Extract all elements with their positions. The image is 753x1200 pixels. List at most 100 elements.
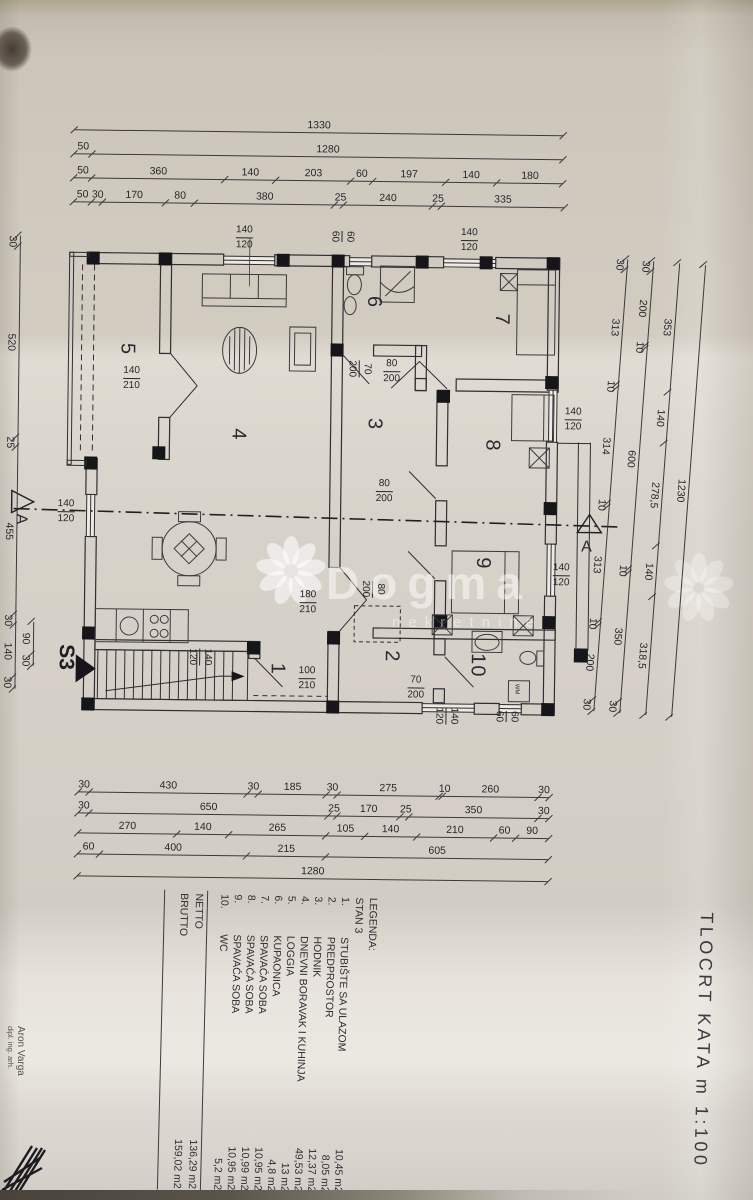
walls-group	[82, 251, 561, 716]
dim-segment: 30	[538, 803, 550, 818]
fraction-bar	[298, 677, 316, 679]
dim-segment: 60	[77, 838, 99, 853]
dim-segment: 50	[73, 186, 92, 201]
legend-item-number: 7.	[258, 894, 271, 905]
legend-item-area: 12,37 m2	[305, 1148, 319, 1193]
opening-width: 140	[564, 406, 582, 418]
dim-value: 455	[2, 521, 16, 540]
legend-item-head: 6.KUPAONICA	[270, 895, 284, 996]
dim-value: 140	[1, 642, 14, 661]
legend-item-name: KUPAONICA	[269, 935, 284, 997]
legend-item-area: 10,99 m2	[238, 1146, 252, 1191]
room-number: 2	[380, 650, 403, 663]
loggia-outline	[66, 251, 96, 466]
legend-item-head: 5.LOGGIA	[284, 896, 298, 977]
dim-value: 265	[268, 821, 287, 834]
piers-group	[81, 251, 588, 717]
doors-group	[169, 353, 474, 697]
dim-segment: 140	[445, 167, 497, 183]
dim-value: 25	[432, 192, 444, 205]
fraction-bar	[57, 510, 75, 512]
legend-item-head: 3.HODNIK	[310, 896, 324, 977]
dim-segment: 170	[103, 187, 166, 203]
dim-value: 50	[76, 187, 89, 200]
legend-item-name: SPAVAĆA SOBA	[229, 934, 243, 1014]
room-number: 3	[363, 417, 386, 431]
dim-segment: 90	[18, 622, 33, 655]
opening-width: 60	[344, 231, 356, 243]
architect-signature: Aron Varga dipl. ing. arh.	[6, 1026, 26, 1076]
dim-value: 260	[481, 782, 500, 796]
dim-segment: 140	[0, 625, 15, 677]
legend-item-head: 7.SPAVAĆA SOBA	[256, 895, 271, 1014]
legend-item-area: 10,45 m2	[331, 1149, 345, 1194]
dim-segment: 30	[18, 654, 33, 666]
dim-segment: 140	[225, 164, 277, 180]
legend-item-name: LOGGIA	[283, 935, 297, 977]
legend-total-label: NETTO	[192, 893, 206, 930]
dim-value: 80	[174, 189, 187, 202]
stairs	[96, 649, 249, 701]
dim-value: 30	[91, 188, 104, 201]
dim-segment: 30	[538, 782, 550, 797]
legend-item-area: 8,05 m2	[318, 1154, 332, 1193]
dim-value: 350	[464, 803, 483, 816]
dim-segment: 275	[338, 780, 439, 796]
dim-segment: 80	[165, 187, 195, 202]
legend-heading-text: LEGENDA:	[365, 897, 380, 952]
legend-total-area: 159,02 m2	[170, 1139, 185, 1190]
dim-segment: 30	[247, 778, 260, 793]
opening-width: 70	[410, 674, 422, 686]
dim-value: 30	[77, 798, 90, 812]
opening-width: 140	[552, 562, 570, 574]
opening-height: 120	[235, 238, 253, 250]
dim-segment: 140	[639, 545, 658, 597]
dim-value: 30	[606, 700, 619, 713]
legend-item-number: 9.	[231, 894, 244, 904]
opening-width: 140	[202, 648, 214, 666]
legend-item-name: HODNIK	[310, 936, 324, 978]
dim-value: 30	[78, 777, 91, 791]
opening-height: 120	[460, 241, 478, 253]
washing-machine-label: WM	[513, 683, 520, 695]
legend-item-area: 49,53 m2	[291, 1148, 305, 1193]
dim-segment: 335	[441, 191, 564, 208]
dim-value: 25	[334, 190, 347, 204]
watermark-subtitle: nekretnine	[392, 614, 543, 631]
dim-segment: 180	[497, 167, 563, 183]
dim-value: 520	[5, 333, 18, 352]
opening-height: 120	[187, 648, 199, 666]
dim-value: 60	[82, 839, 95, 853]
dim-value: 1330	[307, 118, 331, 131]
opening-width: 80	[386, 358, 398, 370]
opening-width: 140	[123, 364, 141, 377]
opening-width: 140	[235, 224, 253, 236]
dim-value: 140	[241, 165, 260, 179]
dim-value: 90	[526, 824, 539, 837]
legend-item-area: 4,8 m2	[264, 1159, 278, 1192]
dim-value: 30	[247, 779, 260, 793]
opening-height: 120	[433, 707, 446, 725]
room-number: 6	[363, 295, 386, 309]
dim-segment: 215	[247, 840, 326, 856]
dim-value: 430	[159, 778, 178, 792]
dim-value: 335	[494, 192, 512, 206]
opening-width: 60	[508, 711, 520, 723]
fraction-bar	[506, 711, 508, 723]
opening-width: 180	[299, 589, 317, 601]
opening-height: 200	[407, 688, 425, 701]
dim-segment: 140	[365, 821, 417, 837]
dim-value: 50	[77, 139, 90, 152]
dim-value: 400	[164, 840, 183, 854]
dim-segment: 260	[442, 781, 538, 797]
dim-segment: 30	[91, 187, 104, 202]
fraction-bar	[359, 360, 361, 378]
